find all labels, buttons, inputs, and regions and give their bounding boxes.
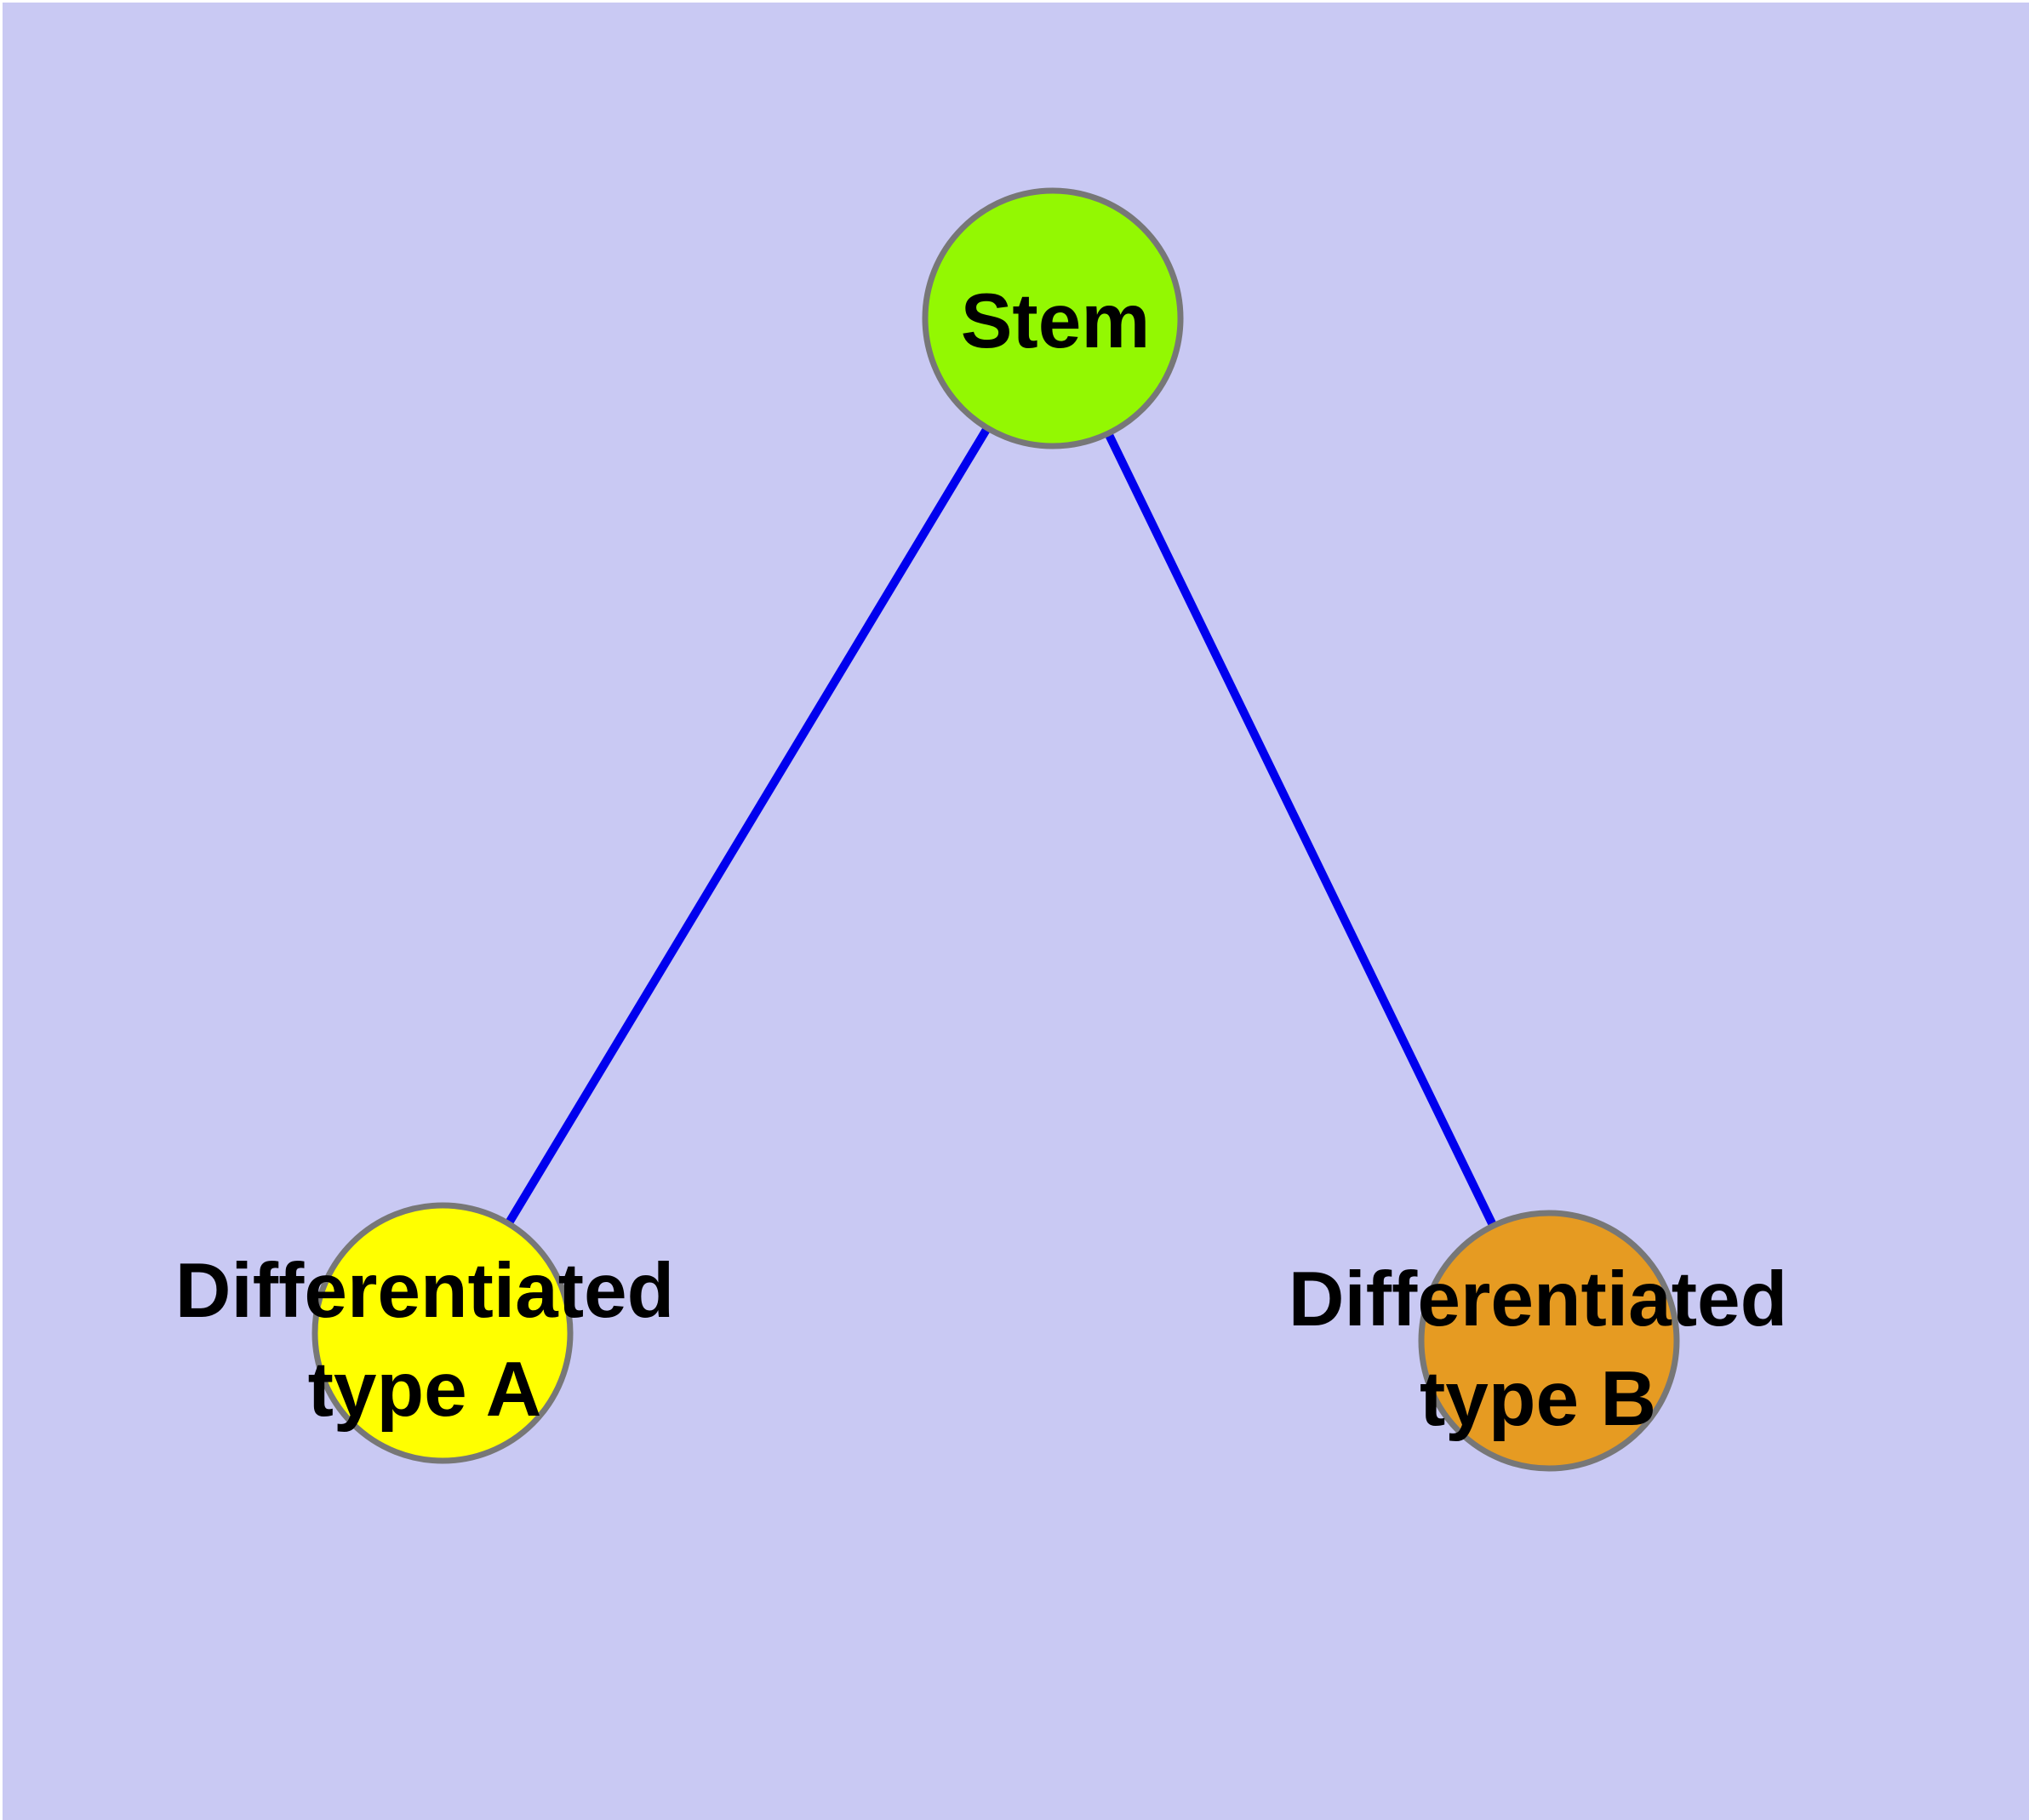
node-stem-label: Stem [961, 278, 1151, 364]
node-differentiated-type-b-circle [1418, 1210, 1680, 1472]
node-stem: Stem [922, 187, 1184, 449]
node-differentiated-type-a-label-line1: Differentiated [175, 1248, 675, 1334]
edge-group [438, 317, 1553, 1343]
edge-stem-to-type-b [1049, 317, 1553, 1343]
node-differentiated-type-a-label-line2: type A [308, 1347, 542, 1433]
node-differentiated-type-a-circle [311, 1202, 574, 1464]
node-differentiated-type-b-label-line2: type B [1420, 1356, 1656, 1442]
node-differentiated-type-b-label-line1: Differentiated [1289, 1256, 1788, 1342]
edge-stem-to-type-a [438, 317, 1057, 1336]
node-stem-circle [922, 187, 1184, 449]
node-differentiated-type-a: Differentiated type A [175, 1202, 675, 1464]
node-differentiated-type-b: Differentiated type B [1289, 1210, 1788, 1472]
